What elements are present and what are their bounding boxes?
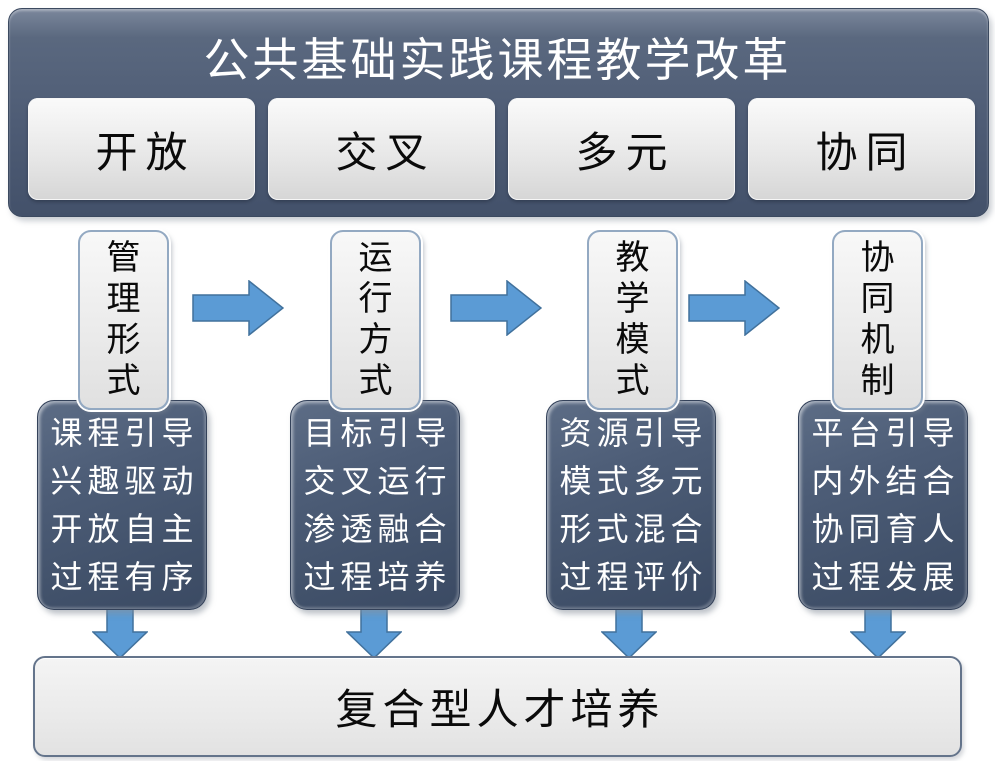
card-line: 课程引导 [50, 414, 199, 452]
card-line: 模式多元 [559, 462, 708, 500]
card-line: 内外结合 [811, 462, 960, 500]
category-box-teaching-model: 教学模式 [587, 230, 678, 410]
card-line: 开放自主 [50, 510, 199, 548]
card-line: 渗透融合 [303, 510, 452, 548]
down-arrow-icon [601, 606, 657, 659]
card-line: 过程评价 [559, 558, 708, 596]
category-box-collab-mechanism: 协同机制 [832, 230, 923, 410]
diagram-title: 公共基础实践课程教学改革 [203, 34, 792, 86]
category-label: 协同机制 [860, 238, 895, 401]
right-arrow-icon [688, 280, 780, 336]
content-card-collaboration: 平台引导 内外结合 协同育人 过程发展 [798, 400, 968, 610]
category-label: 运行方式 [358, 238, 393, 401]
down-arrow-icon [346, 606, 402, 659]
card-line: 目标引导 [303, 414, 452, 452]
right-arrow-icon [192, 280, 284, 336]
card-line: 形式混合 [559, 510, 708, 548]
pillar-kaifang: 开放 [28, 98, 255, 200]
card-line: 兴趣驱动 [50, 462, 199, 500]
card-line: 过程有序 [50, 558, 199, 596]
card-line: 过程培养 [303, 558, 452, 596]
outcome-bar: 复合型人才培养 [33, 656, 962, 757]
content-card-teaching: 资源引导 模式多元 形式混合 过程评价 [546, 400, 716, 610]
content-card-operation: 目标引导 交叉运行 渗透融合 过程培养 [290, 400, 460, 610]
down-arrow-icon [92, 606, 148, 659]
card-line: 交叉运行 [303, 462, 452, 500]
card-line: 平台引导 [811, 414, 960, 452]
right-arrow-icon [450, 280, 542, 336]
pillar-xietong: 协同 [748, 98, 975, 200]
card-line: 资源引导 [559, 414, 708, 452]
category-box-operation-mode: 运行方式 [330, 230, 421, 410]
card-line: 协同育人 [811, 510, 960, 548]
category-label: 教学模式 [615, 238, 650, 401]
pillar-jiaocha: 交叉 [268, 98, 495, 200]
category-box-management-form: 管理形式 [78, 230, 169, 410]
pillar-duoyuan: 多元 [508, 98, 735, 200]
content-card-management: 课程引导 兴趣驱动 开放自主 过程有序 [37, 400, 207, 610]
down-arrow-icon [850, 606, 906, 659]
category-label: 管理形式 [106, 238, 141, 401]
card-line: 过程发展 [811, 558, 960, 596]
